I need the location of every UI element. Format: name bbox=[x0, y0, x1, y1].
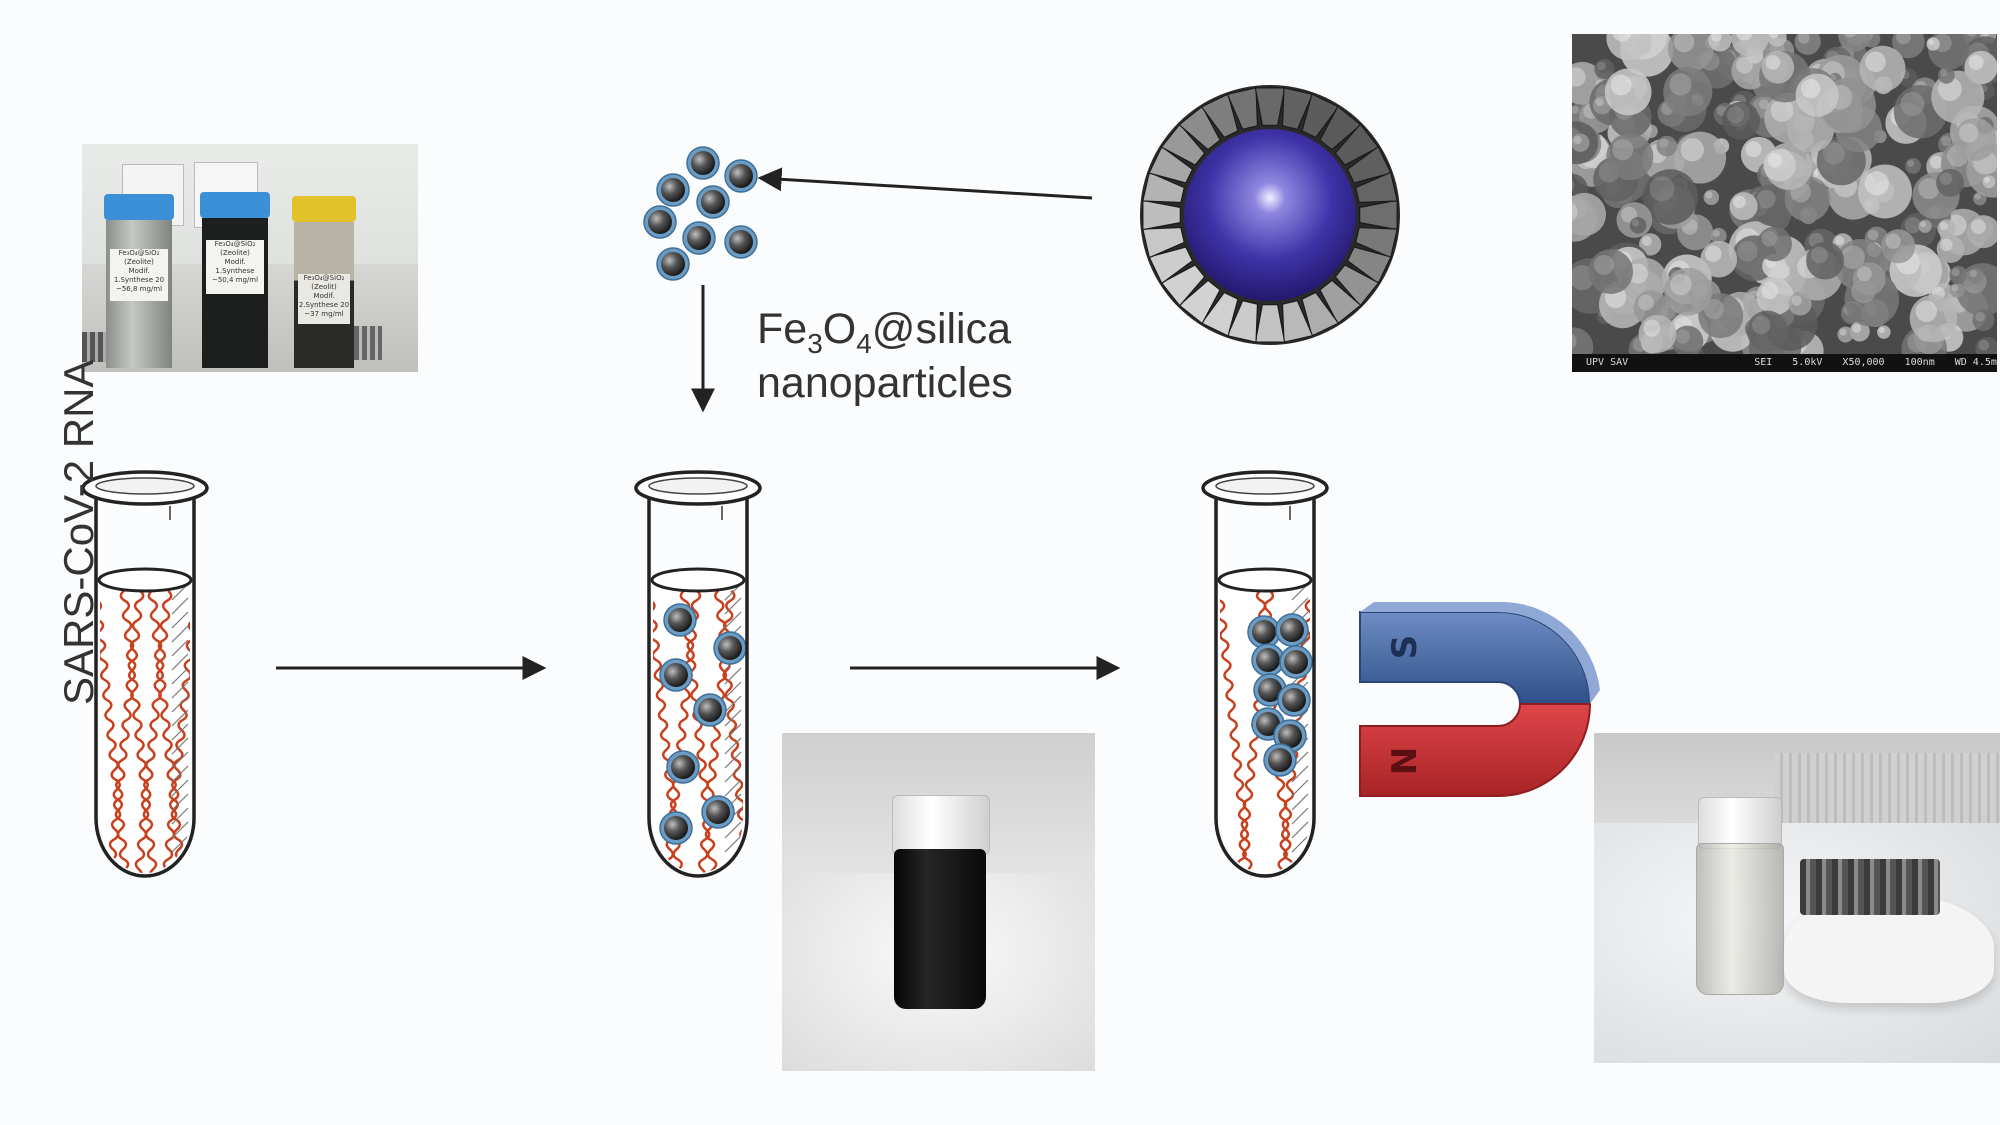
vial1-label-line3: ~56,8 mg/ml bbox=[115, 285, 163, 293]
test-tube-separated bbox=[1201, 470, 1329, 878]
arrow-to-particles bbox=[757, 167, 1093, 200]
sem-info-bar: UPV SAV SEI 5.0kV X50,000 100nm WD 4.5mm bbox=[1572, 354, 1997, 372]
nanoparticle bbox=[693, 693, 727, 727]
rna-label: SARS-CoV-2 RNA bbox=[55, 359, 102, 705]
test-tube-rna bbox=[81, 470, 209, 878]
core-shell-particle-icon bbox=[1140, 85, 1400, 345]
nanoparticle bbox=[659, 811, 693, 845]
nanoparticle bbox=[682, 221, 716, 255]
vial2-label-line3: ~50,4 mg/ml bbox=[211, 276, 259, 284]
nanoparticle bbox=[1247, 615, 1281, 649]
nanoparticle bbox=[656, 173, 690, 207]
sem-info-1: UPV SAV bbox=[1586, 357, 1629, 368]
nanoparticle bbox=[1275, 613, 1309, 647]
test-tube-mixed bbox=[634, 470, 762, 878]
captured-nanoparticles bbox=[1247, 613, 1313, 777]
vial3-label-line1: Fe₃O₄@SiO₂ (Zeolit) bbox=[303, 274, 345, 291]
nanoparticle bbox=[1251, 643, 1285, 677]
nanoparticle bbox=[724, 159, 758, 193]
sem-info-2: SEI bbox=[1754, 357, 1773, 368]
photo-vials: Fe₃O₄@SiO₂ (Zeolite) Modif. 1.Synthese 2… bbox=[82, 144, 418, 372]
vial1-label-line2: Modif. 1.Synthese 20 bbox=[113, 267, 165, 284]
rna-strands bbox=[100, 589, 190, 873]
horseshoe-magnet-icon: S N bbox=[1359, 602, 1600, 797]
nanoparticle bbox=[724, 225, 758, 259]
nanoparticle bbox=[701, 795, 735, 829]
vial3-label-line2: Modif. 2.Synthese 20 bbox=[298, 292, 350, 309]
sem-info-6: WD 4.5mm bbox=[1954, 357, 1997, 368]
photo-sem-micrograph: UPV SAV SEI 5.0kV X50,000 100nm WD 4.5mm bbox=[1572, 34, 1997, 372]
nanoparticle-cluster bbox=[643, 146, 758, 281]
vial2-label-line2: Modif. 1.Synthese bbox=[215, 258, 255, 275]
photo-clear-vial-magnet bbox=[1594, 733, 2000, 1063]
nanoparticle bbox=[713, 631, 747, 665]
nanoparticle bbox=[1277, 683, 1311, 717]
nanoparticles-label: Fe3O4@silica nanoparticles bbox=[757, 305, 1013, 407]
nanoparticle bbox=[686, 146, 720, 180]
dispersed-nanoparticles bbox=[659, 603, 747, 845]
nanoparticle bbox=[659, 658, 693, 692]
vial2-label-line1: Fe₃O₄@SiO₂ (Zeolite) bbox=[214, 240, 256, 257]
sem-info-3: 5.0kV bbox=[1792, 357, 1823, 368]
nanoparticle bbox=[666, 750, 700, 784]
nanoparticle bbox=[696, 185, 730, 219]
photo-dark-vial bbox=[782, 733, 1095, 1071]
nanoparticle bbox=[1263, 743, 1297, 777]
nanoparticle bbox=[663, 603, 697, 637]
sem-info-5: 100nm bbox=[1904, 357, 1935, 368]
sem-info-4: X50,000 bbox=[1842, 357, 1885, 368]
vial3-label-line3: ~37 mg/ml bbox=[304, 310, 344, 318]
nanoparticle bbox=[1279, 645, 1313, 679]
magnet-south-label: S bbox=[1385, 635, 1425, 660]
vial1-label-line1: Fe₃O₄@SiO₂ (Zeolite) bbox=[118, 249, 160, 266]
magnet-north-label: N bbox=[1385, 747, 1425, 775]
nanoparticle bbox=[643, 205, 677, 239]
nanoparticle bbox=[656, 247, 690, 281]
